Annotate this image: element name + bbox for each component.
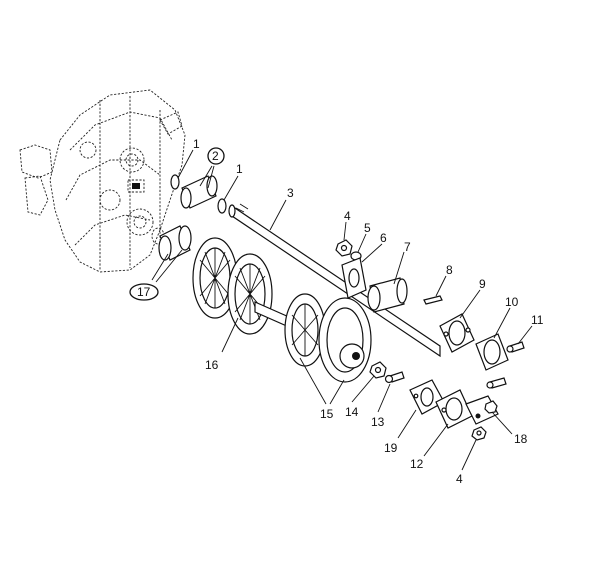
callout-4-lower: 4 xyxy=(456,472,463,486)
callout-17: 17 xyxy=(137,285,151,299)
o-ring-part-1-left xyxy=(170,174,180,190)
nut-part-4-top xyxy=(335,239,353,257)
callout-4-upper: 4 xyxy=(344,209,351,223)
callout-ring-17 xyxy=(129,283,159,301)
plate-part-12 xyxy=(435,389,473,429)
drive-sprocket-right xyxy=(284,293,326,367)
callout-3: 3 xyxy=(287,186,294,200)
key-part-8 xyxy=(423,295,443,305)
callout-14: 14 xyxy=(345,405,359,419)
callout-1-lower: 1 xyxy=(236,162,243,176)
gasket-part-10 xyxy=(475,333,509,371)
callout-10: 10 xyxy=(505,295,519,309)
sleeve-part-17 xyxy=(158,225,192,261)
nut-part-14 xyxy=(369,361,387,379)
callout-8: 8 xyxy=(446,263,453,277)
callout-11: 11 xyxy=(531,313,544,327)
drive-sprocket-middle xyxy=(227,253,273,335)
callout-16: 16 xyxy=(205,358,219,372)
callout-13: 13 xyxy=(371,415,385,429)
callout-7: 7 xyxy=(404,240,411,254)
callout-labels: 1 2 1 3 4 5 6 7 8 9 10 11 17 16 15 14 13… xyxy=(137,137,544,486)
callout-6: 6 xyxy=(380,231,387,245)
bearing-part-7 xyxy=(367,277,408,313)
callout-18: 18 xyxy=(514,432,528,446)
callout-ring-2 xyxy=(207,147,225,165)
drive-sprocket-left xyxy=(192,237,238,319)
leader-lines xyxy=(151,149,533,471)
bolt-part-11 xyxy=(506,341,525,353)
spacer-plate-part-6 xyxy=(341,257,367,299)
bolt-lower-right xyxy=(486,377,507,389)
callout-12: 12 xyxy=(410,457,424,471)
callout-1-upper: 1 xyxy=(193,137,200,151)
drive-sprocket-outer xyxy=(318,297,372,383)
bracket-part-18 xyxy=(465,395,499,425)
callout-5: 5 xyxy=(364,221,371,235)
callout-2: 2 xyxy=(212,149,219,163)
nut-part-4-bottom xyxy=(471,426,487,441)
sleeve-part-2 xyxy=(180,175,218,209)
bolt-part-13 xyxy=(384,371,405,384)
callout-15: 15 xyxy=(320,407,334,421)
flange-part-9 xyxy=(439,313,475,353)
callout-9: 9 xyxy=(479,277,486,291)
o-ring-part-1-right xyxy=(217,198,227,214)
callout-19: 19 xyxy=(384,441,398,455)
